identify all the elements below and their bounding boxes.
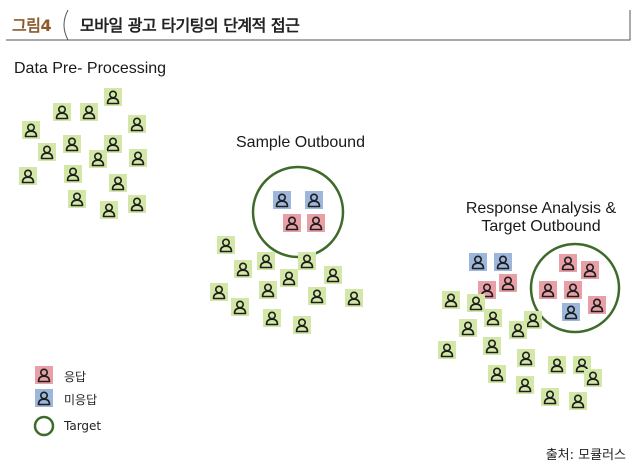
person-icon — [459, 319, 477, 337]
source-credit: 출처: 모큘러스 — [545, 448, 626, 463]
response-person-icon — [283, 214, 301, 232]
person-icon — [516, 376, 534, 394]
legend-no-response-person-icon — [35, 389, 53, 407]
person-icon — [231, 298, 249, 316]
no-response-person-icon — [273, 191, 291, 209]
person-icon — [68, 190, 86, 208]
stage-label-preprocessing: Data Pre- Processing — [14, 60, 167, 77]
person-icon — [53, 103, 71, 121]
legend-target-label: Target — [64, 419, 102, 433]
person-icon — [210, 283, 228, 301]
person-icon — [19, 167, 37, 185]
person-icon — [442, 291, 460, 309]
response-person-icon — [499, 274, 517, 292]
person-icon — [259, 281, 277, 299]
person-icon — [100, 201, 118, 219]
person-icon — [280, 269, 298, 287]
person-icon — [217, 236, 235, 254]
legend-response-person-icon — [35, 366, 53, 384]
person-icon — [517, 349, 535, 367]
person-icon — [541, 388, 559, 406]
person-icon — [257, 252, 275, 270]
person-icon — [569, 392, 587, 410]
person-icon — [438, 341, 456, 359]
response-person-icon — [564, 281, 582, 299]
no-response-person-icon — [562, 303, 580, 321]
stage-label-response: Response Analysis & Target Outbound — [448, 200, 634, 236]
no-response-person-icon — [494, 253, 512, 271]
target-ring-response — [529, 242, 621, 334]
response-person-icon — [581, 261, 599, 279]
figure-label: 그림4 — [12, 16, 52, 35]
figure-header: 그림4 모바일 광고 타기팅의 단계적 접근 — [0, 0, 640, 44]
legend-target-ring — [33, 415, 55, 437]
person-icon — [129, 149, 147, 167]
person-icon — [128, 115, 146, 133]
target-ring-sample — [251, 165, 345, 259]
person-icon — [298, 252, 316, 270]
person-icon — [324, 266, 342, 284]
person-icon — [548, 356, 566, 374]
person-icon — [484, 309, 502, 327]
response-person-icon — [588, 296, 606, 314]
figure-title: 모바일 광고 타기팅의 단계적 접근 — [80, 16, 300, 35]
person-icon — [89, 150, 107, 168]
no-response-person-icon — [469, 253, 487, 271]
person-icon — [22, 121, 40, 139]
person-icon — [104, 88, 122, 106]
person-icon — [483, 337, 501, 355]
person-icon — [38, 143, 56, 161]
person-icon — [509, 321, 527, 339]
person-icon — [263, 309, 281, 327]
response-person-icon — [539, 281, 557, 299]
person-icon — [467, 294, 485, 312]
stage-label-response-line2: Target Outbound — [481, 218, 601, 235]
person-icon — [104, 135, 122, 153]
response-person-icon — [307, 214, 325, 232]
legend-no-response-label: 미응답 — [64, 393, 98, 407]
person-icon — [293, 316, 311, 334]
legend-response-label: 응답 — [64, 370, 87, 384]
person-icon — [109, 174, 127, 192]
stage-label-sample: Sample Outbound — [236, 134, 365, 151]
stage-label-response-line1: Response Analysis & — [465, 200, 617, 217]
person-icon-layer — [19, 88, 606, 410]
person-icon — [584, 369, 602, 387]
no-response-person-icon — [305, 191, 323, 209]
person-icon — [308, 287, 326, 305]
person-icon — [524, 311, 542, 329]
person-icon — [128, 195, 146, 213]
response-person-icon — [559, 254, 577, 272]
header-frame — [6, 9, 631, 41]
person-icon — [63, 135, 81, 153]
person-icon — [488, 365, 506, 383]
person-icon — [234, 260, 252, 278]
person-icon — [64, 165, 82, 183]
person-icon — [345, 289, 363, 307]
person-icon — [80, 103, 98, 121]
